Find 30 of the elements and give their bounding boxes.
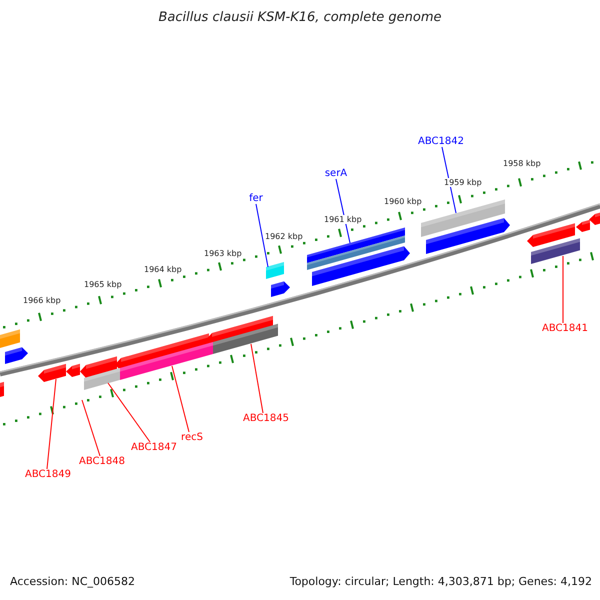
gene-label: ABC1845 bbox=[243, 413, 289, 424]
scale-label: 1958 kbp bbox=[503, 159, 541, 168]
gene-label: serA bbox=[324, 168, 348, 179]
gene-label: ABC1848 bbox=[79, 456, 125, 467]
leader-line bbox=[336, 178, 350, 244]
leader-line bbox=[172, 366, 190, 432]
gene-label: ABC1842 bbox=[418, 136, 464, 147]
gene-label: recS bbox=[181, 432, 203, 443]
leader-line bbox=[46, 378, 56, 470]
scale-label: 1962 kbp bbox=[265, 232, 303, 241]
scale-label: 1965 kbp bbox=[84, 280, 122, 289]
gene-label: ABC1849 bbox=[25, 469, 71, 480]
accession-text: Accession: NC_006582 bbox=[10, 575, 136, 588]
leader-line bbox=[108, 382, 150, 442]
leader-line bbox=[562, 256, 564, 324]
scale-label: 1961 kbp bbox=[324, 215, 362, 224]
gene-label: fer bbox=[249, 193, 263, 204]
scale-label: 1963 kbp bbox=[204, 249, 242, 258]
gene-label: ABC1841 bbox=[542, 323, 588, 334]
leader-line bbox=[82, 400, 100, 456]
chart-title: Bacillus clausii KSM-K16, complete genome bbox=[158, 10, 442, 25]
gene-label: ABC1847 bbox=[131, 442, 177, 453]
scale-label: 1959 kbp bbox=[444, 178, 482, 187]
scale-label: 1960 kbp bbox=[384, 197, 422, 206]
leader-line bbox=[442, 146, 456, 214]
scale-label: 1966 kbp bbox=[23, 296, 61, 305]
scale-label: 1964 kbp bbox=[144, 265, 182, 274]
leader-line bbox=[256, 204, 268, 268]
genome-info-text: Topology: circular; Length: 4,303,871 bp; Genes: 4,192 bbox=[290, 575, 592, 588]
leader-line bbox=[250, 344, 264, 414]
